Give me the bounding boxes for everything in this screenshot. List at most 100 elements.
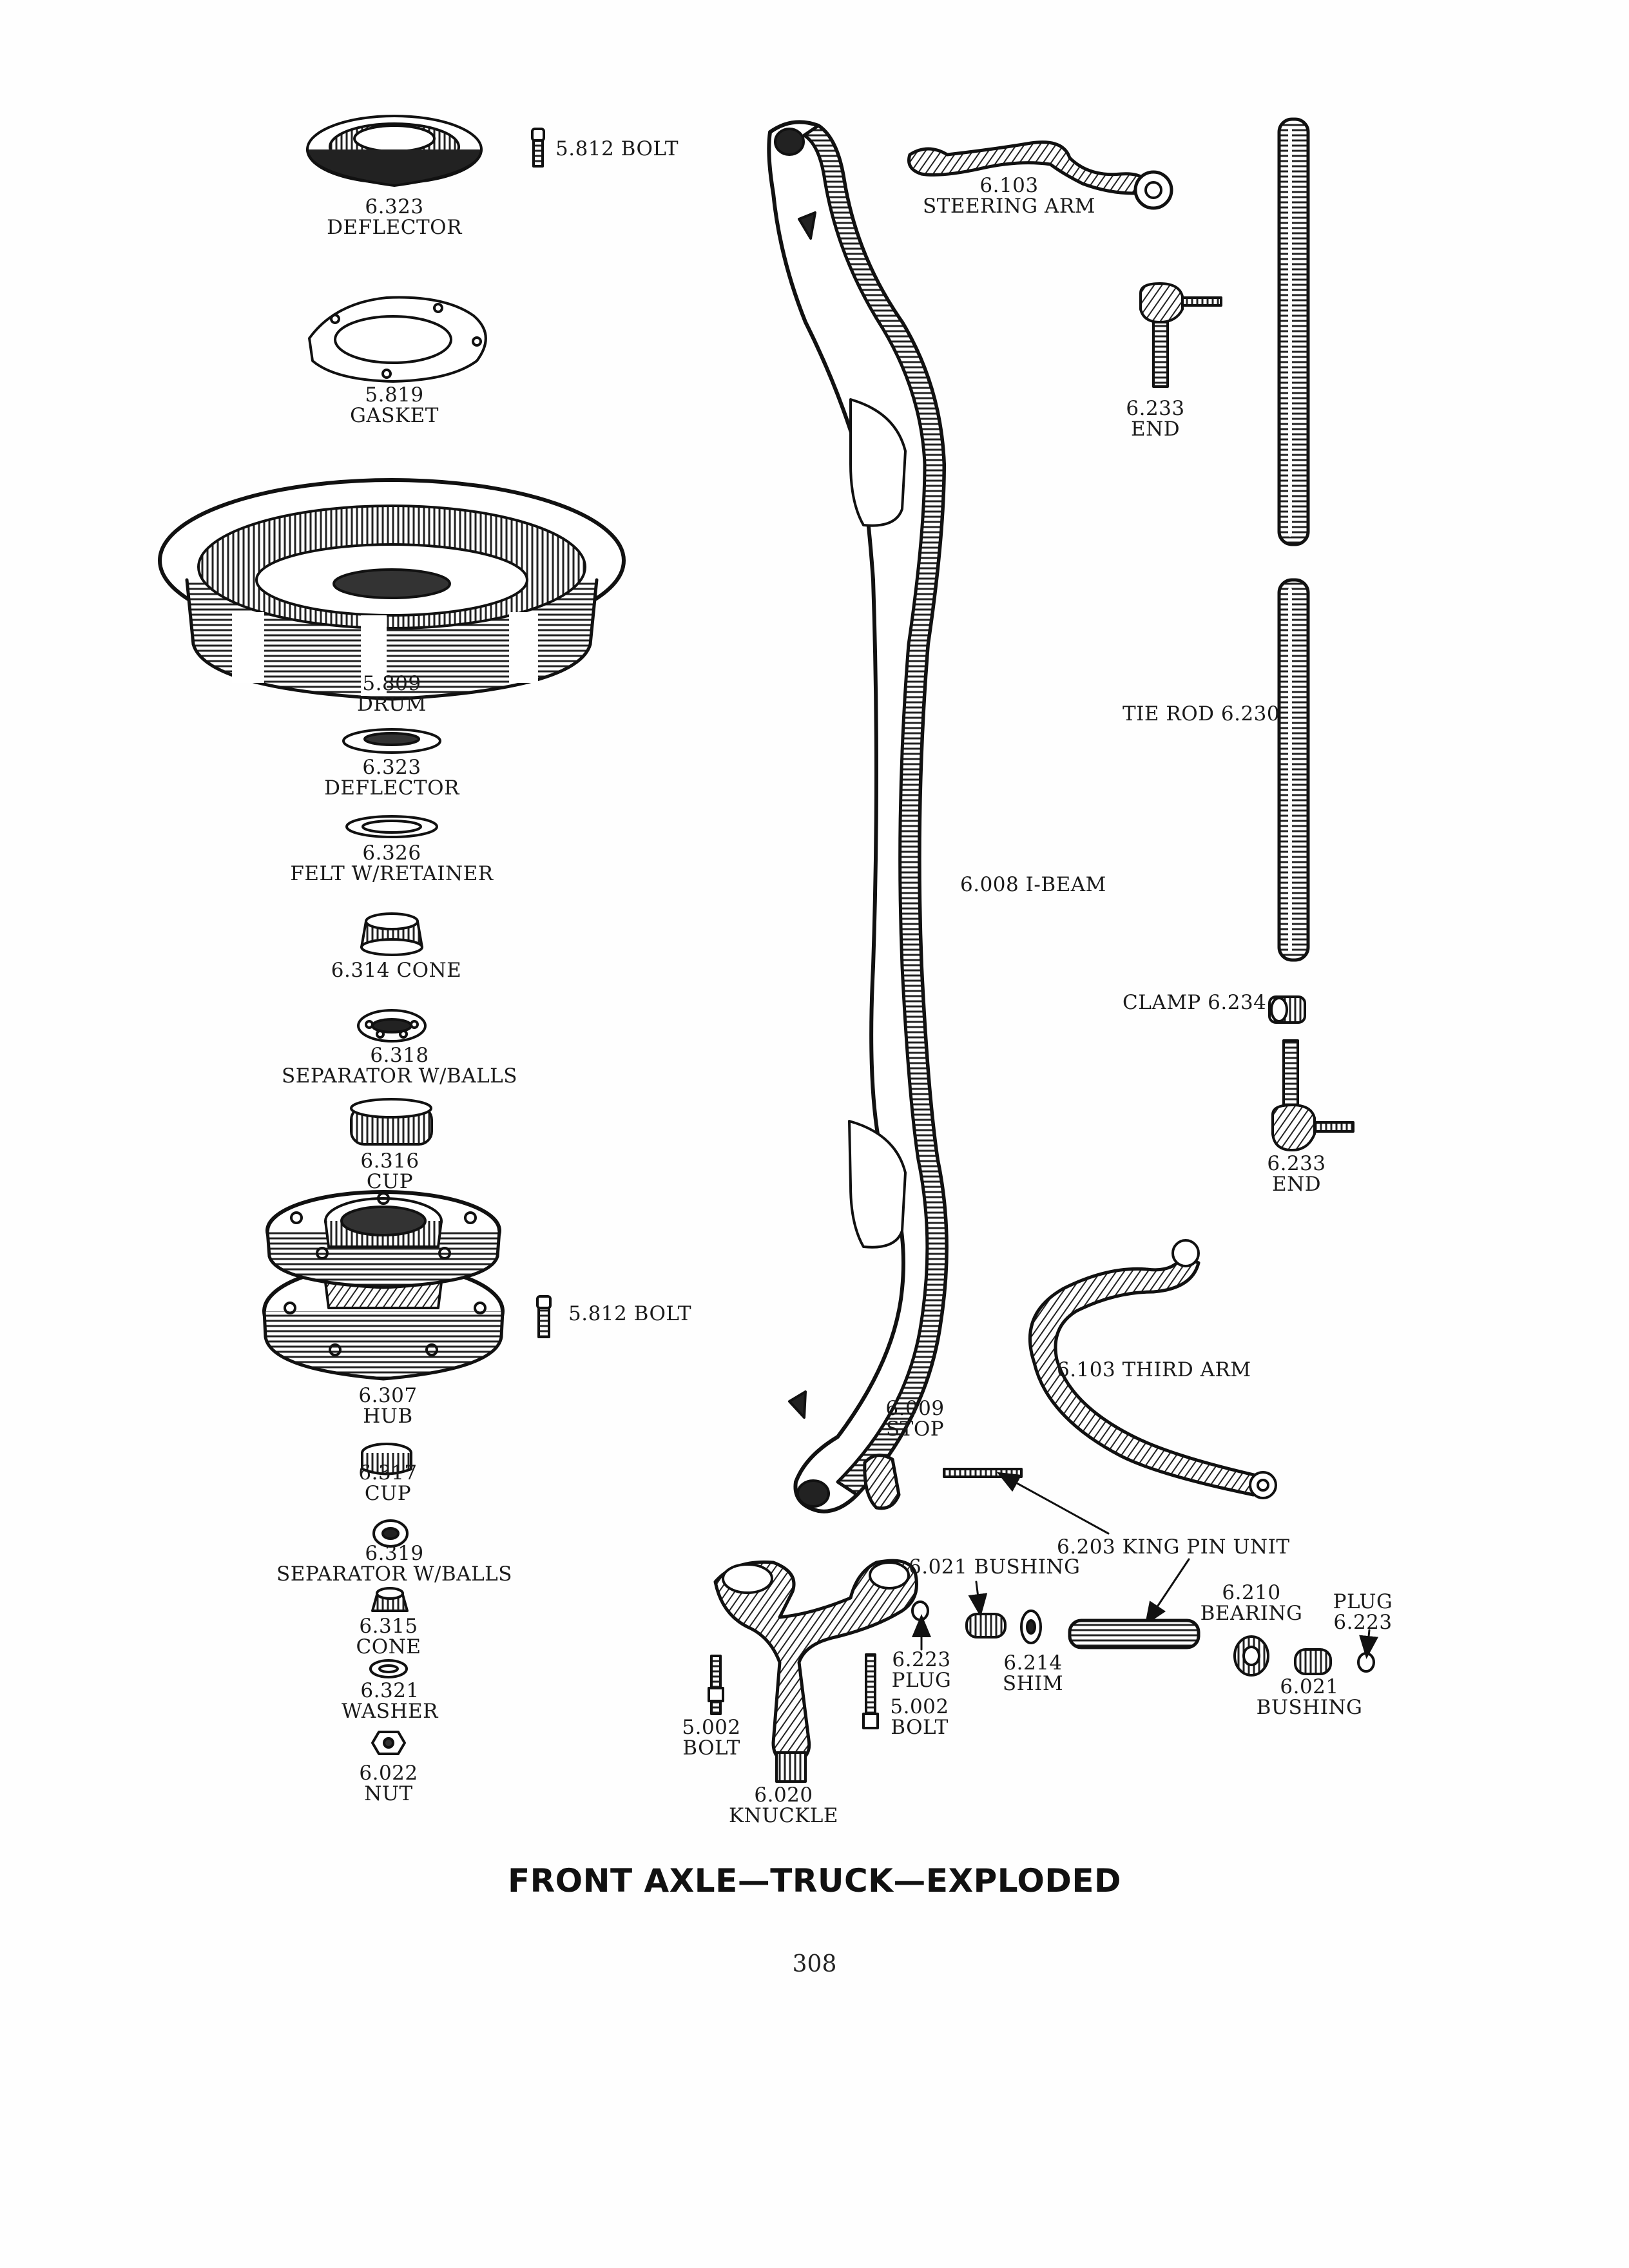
- king-pin-small-drawing: [943, 1468, 1023, 1478]
- label-end-top: 6.233 END: [1126, 398, 1184, 439]
- bolt-top-drawing: [531, 128, 545, 168]
- label-drum: 5.809 DRUM: [357, 673, 427, 715]
- bearing-name: BEARING: [1200, 1602, 1303, 1625]
- deflector-top-name: DEFLECTOR: [327, 216, 462, 239]
- shim-name: SHIM: [1002, 1672, 1064, 1695]
- cup-6317-number: 6.317: [358, 1461, 418, 1485]
- deflector-small-number: 6.323: [362, 756, 421, 779]
- felt-drawing: [345, 815, 438, 838]
- deflector-small-name: DEFLECTOR: [324, 776, 459, 800]
- label-cone-6315: 6.315 CONE: [356, 1616, 421, 1657]
- label-washer: 6.321 WASHER: [342, 1680, 438, 1722]
- ibeam-drawing: [767, 120, 949, 1514]
- bearing-drawing: [1233, 1635, 1269, 1677]
- end-bottom-drawing: [1271, 1039, 1354, 1151]
- label-knuckle: 6.020 KNUCKLE: [729, 1785, 838, 1826]
- gasket-number: 5.819: [365, 383, 424, 407]
- label-bearing: 6.210 BEARING: [1200, 1582, 1303, 1624]
- gasket-drawing: [308, 296, 487, 383]
- nut-drawing: [371, 1731, 406, 1755]
- label-felt: 6.326 FELT W/RETAINER: [290, 843, 493, 884]
- plug-left-name: PLUG: [891, 1669, 952, 1692]
- label-cone-6314: 6.314 CONE: [331, 959, 462, 982]
- deflector-small-drawing: [342, 728, 441, 754]
- label-tie-rod: TIE ROD 6.230: [1123, 702, 1280, 726]
- hub-drawing: [262, 1190, 505, 1381]
- steering-arm-number: 6.103: [979, 174, 1039, 197]
- label-plug-left: 6.223 PLUG: [892, 1649, 952, 1691]
- separator-6319-number: 6.319: [365, 1542, 424, 1565]
- plug-right-name: PLUG: [1333, 1590, 1393, 1613]
- end-top-drawing: [1139, 282, 1222, 388]
- knuckle-number: 6.020: [754, 1783, 813, 1807]
- tie-rod-upper-drawing: [1277, 117, 1310, 546]
- label-cup-6317: 6.317 CUP: [358, 1463, 417, 1504]
- label-separator-6318: 6.318 SEPARATOR W/BALLS: [282, 1045, 517, 1086]
- bolt-hub-drawing: [536, 1295, 552, 1338]
- cup-6316-number: 6.316: [360, 1149, 419, 1173]
- end-bottom-number: 6.233: [1267, 1152, 1326, 1175]
- cup-6317-drawing: [361, 1443, 412, 1475]
- hub-number: 6.307: [358, 1384, 418, 1407]
- bushing-right-drawing: [1294, 1648, 1332, 1675]
- plug-left-drawing: [911, 1600, 931, 1651]
- separator-6318-name: SEPARATOR W/BALLS: [282, 1064, 517, 1088]
- deflector-top-drawing: [306, 115, 483, 187]
- washer-name: WASHER: [342, 1700, 438, 1723]
- label-bolt-left: 5.002 BOLT: [682, 1717, 740, 1758]
- label-king-pin: 6.203 KING PIN UNIT: [1057, 1535, 1290, 1559]
- end-top-name: END: [1130, 418, 1181, 441]
- label-bushing-left: 6.021 BUSHING: [909, 1555, 1081, 1579]
- drum-drawing: [158, 478, 626, 701]
- label-nut: 6.022 NUT: [359, 1763, 418, 1804]
- felt-name: FELT W/RETAINER: [290, 862, 494, 885]
- page-number: 308: [792, 1951, 837, 1977]
- shim-number: 6.214: [1003, 1651, 1063, 1675]
- label-deflector-small: 6.323 DEFLECTOR: [324, 757, 459, 798]
- label-ibeam: 6.008 I-BEAM: [960, 873, 1106, 896]
- third-arm-drawing: [1028, 1239, 1277, 1499]
- bolt-right-drawing: [862, 1653, 879, 1729]
- bushing-left-drawing: [965, 1581, 1007, 1639]
- label-clamp: CLAMP 6.234: [1123, 991, 1267, 1014]
- label-cup-6316: 6.316 CUP: [360, 1151, 419, 1192]
- cone-6314-drawing: [360, 912, 423, 956]
- stop-name: STOP: [885, 1418, 945, 1441]
- nut-name: NUT: [364, 1782, 413, 1805]
- label-plug-right: PLUG 6.223: [1333, 1591, 1393, 1633]
- tie-rod-lower-drawing: [1277, 578, 1310, 962]
- cone-6315-number: 6.315: [359, 1615, 418, 1638]
- plug-right-number: 6.223: [1333, 1611, 1393, 1634]
- cup-6316-drawing: [350, 1098, 433, 1146]
- page-title: FRONT AXLE—TRUCK—EXPLODED: [507, 1862, 1122, 1899]
- label-bolt-right: 5.002 BOLT: [890, 1696, 949, 1738]
- separator-6318-number: 6.318: [370, 1044, 429, 1067]
- knuckle-name: KNUCKLE: [728, 1804, 839, 1827]
- knuckle-drawing: [713, 1559, 918, 1783]
- steering-arm-drawing: [907, 140, 1173, 210]
- king-pin-drawing: [1068, 1619, 1200, 1649]
- label-separator-6319: 6.319 SEPARATOR W/BALLS: [276, 1543, 512, 1584]
- clamp-drawing: [1268, 995, 1306, 1024]
- steering-arm-name: STEERING ARM: [923, 195, 1095, 218]
- bushing-right-number: 6.021: [1280, 1675, 1339, 1698]
- separator-6319-drawing: [372, 1519, 409, 1548]
- washer-drawing: [369, 1659, 408, 1678]
- label-steering-arm: 6.103 STEERING ARM: [923, 175, 1095, 216]
- stop-number: 6.009: [885, 1397, 945, 1420]
- bearing-number: 6.210: [1222, 1581, 1281, 1604]
- label-stop: 6.009 STOP: [885, 1398, 944, 1439]
- label-deflector-top: 6.323 DEFLECTOR: [327, 197, 462, 238]
- king-pin-arrow-1: [996, 1472, 1110, 1535]
- king-pin-arrow-2: [1144, 1558, 1190, 1626]
- end-top-number: 6.233: [1126, 397, 1185, 420]
- stop-drawing: [863, 1454, 901, 1510]
- label-hub: 6.307 HUB: [358, 1385, 417, 1427]
- bushing-right-name: BUSHING: [1256, 1696, 1363, 1719]
- drum-number: 5.809: [362, 672, 421, 695]
- washer-number: 6.321: [360, 1679, 419, 1702]
- bolt-left-drawing: [708, 1655, 724, 1715]
- label-bushing-right: 6.021 BUSHING: [1257, 1677, 1363, 1718]
- plug-left-number: 6.223: [892, 1648, 951, 1671]
